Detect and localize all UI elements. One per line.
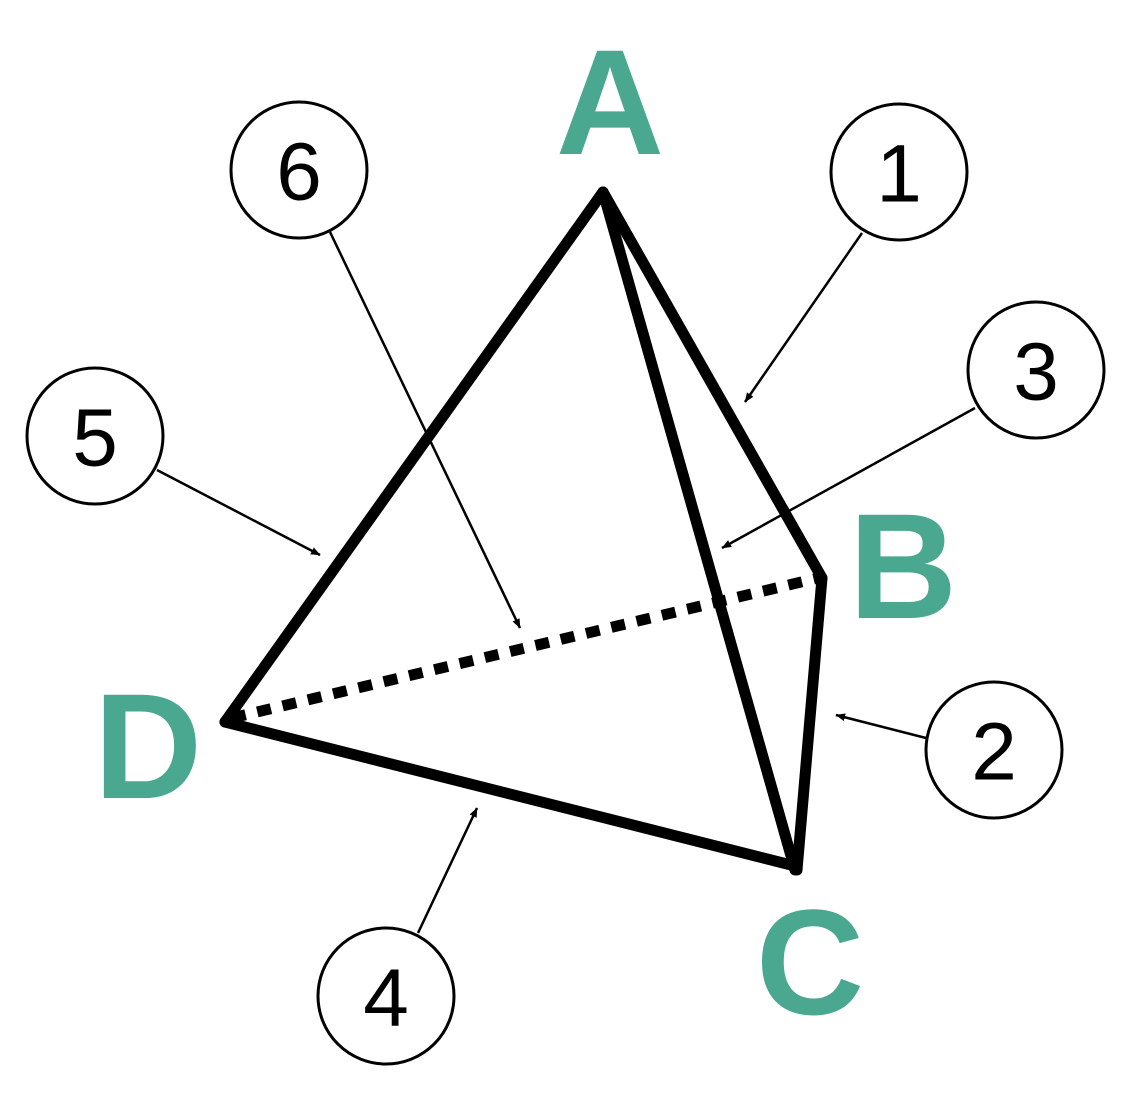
callout-number: 1	[876, 129, 922, 220]
callout-5: 5	[25, 366, 165, 506]
vertex-label-a: A	[556, 18, 664, 186]
callout-number: 5	[72, 393, 118, 484]
edge-AC	[597, 186, 801, 876]
edge-DC	[219, 716, 801, 872]
callout-3: 3	[966, 300, 1106, 440]
arrow-5	[156, 468, 321, 557]
arrow-2	[836, 715, 927, 740]
callout-2: 2	[924, 680, 1064, 820]
callout-number: 3	[1013, 327, 1059, 418]
edge-BC	[791, 572, 828, 876]
callout-number: 6	[276, 127, 322, 218]
edge-AB	[597, 186, 828, 584]
callout-1: 1	[829, 102, 969, 242]
callout-6: 6	[229, 100, 369, 240]
callout-number: 2	[971, 707, 1017, 798]
arrow-6	[328, 231, 522, 628]
vertex-label-b: B	[849, 482, 957, 650]
arrow-1	[743, 232, 864, 403]
vertex-label-d: D	[94, 662, 202, 830]
callout-number: 4	[363, 953, 409, 1044]
vertex-label-c: C	[756, 878, 864, 1046]
callout-4: 4	[316, 926, 456, 1066]
arrow-4	[416, 808, 479, 934]
arrow-3	[721, 406, 976, 550]
edge-AD	[219, 186, 609, 728]
